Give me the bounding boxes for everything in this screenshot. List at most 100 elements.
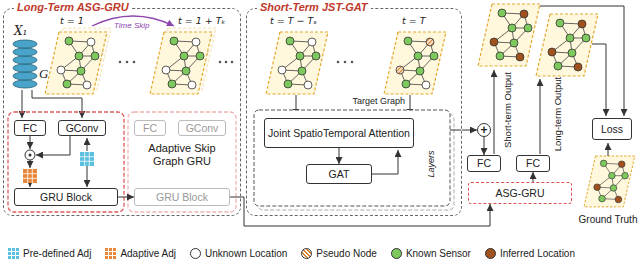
node-text: GRU Block: [156, 191, 208, 203]
connector: [462, 130, 477, 131]
node-text: GRU Block: [40, 191, 92, 203]
hadamard-op: [25, 150, 35, 160]
sum-circle: +: [477, 123, 491, 137]
ellipsis-dots: [219, 61, 234, 64]
grid-lines: [80, 152, 94, 166]
output-graph: [536, 14, 598, 76]
circle-shape: [351, 61, 354, 64]
connector: [118, 197, 134, 198]
connector: [339, 148, 340, 164]
ellipse-shape: [13, 48, 37, 56]
node-text: GConv: [186, 122, 219, 134]
wires: [494, 6, 624, 156]
label-text: t = 1 + Tₖ: [178, 15, 226, 26]
path-shape: [30, 183, 31, 187]
process-box: GConv: [178, 120, 226, 136]
node-text: GAT: [329, 168, 350, 180]
red-block: [8, 112, 124, 212]
ellipsis-dots: [119, 61, 136, 64]
path-shape: [608, 143, 609, 156]
connector: [533, 172, 534, 182]
region-box: Short-Term JST-GATJoint SpatioTemporal A…: [246, 8, 462, 216]
legend-text: Pre-defined Adj: [23, 248, 91, 259]
legend-swatch: [8, 248, 19, 259]
legend: Pre-defined Adj Adaptive Adj Unknown Locat…: [8, 248, 589, 259]
process-box: FC: [14, 120, 46, 136]
legend-text: Unknown Location: [205, 248, 287, 259]
process-box: FC: [134, 120, 166, 136]
layer-stack-front: [254, 110, 450, 206]
circle-shape: [225, 61, 228, 64]
adaptive-adj: [23, 169, 37, 183]
process-box: FC: [516, 155, 550, 172]
output-graph: [478, 4, 540, 66]
node-text: Loss: [601, 123, 623, 135]
circle-shape: [219, 61, 222, 64]
legend-item: Pseudo Node: [301, 248, 377, 259]
connector: [484, 137, 485, 155]
ellipse-shape: [13, 64, 37, 72]
label-text: Target Graph: [345, 96, 405, 106]
legend-text: Inferred Location: [500, 248, 575, 259]
circle-shape: [337, 61, 340, 64]
connector: [230, 197, 490, 226]
node-text: GConv: [66, 122, 99, 134]
ellipsis-dots: [337, 61, 354, 64]
legend-swatch: [190, 248, 201, 259]
node-text: FC: [526, 157, 540, 169]
node-text: FC: [143, 122, 157, 134]
graph-panel: [150, 32, 212, 94]
wires: [22, 90, 87, 187]
legend-item: Unknown Location: [190, 248, 287, 259]
label-text: Layers: [426, 150, 436, 177]
path-shape: [87, 166, 88, 187]
target-graph-panel: [384, 32, 446, 94]
faded-block: [128, 112, 236, 212]
process-box: Loss: [592, 118, 632, 140]
legend-text: Known Sensor: [406, 248, 471, 259]
process-box: GRU Block: [14, 188, 118, 206]
label-text: t = 1: [60, 15, 84, 26]
label-text: Ground Truth: [579, 214, 638, 225]
legend-item: Known Sensor: [391, 248, 471, 259]
circle-shape: [344, 61, 347, 64]
node-text: FC: [477, 157, 491, 169]
legend-swatch: [301, 248, 312, 259]
label-text: Short-term Output: [502, 72, 513, 148]
path-shape: [32, 90, 82, 118]
legend-item: Pre-defined Adj: [8, 248, 91, 259]
hadamard-dot: [29, 154, 32, 157]
node-text: FC: [23, 122, 37, 134]
legend-swatch: [105, 248, 116, 259]
legend-text: Pseudo Node: [316, 248, 377, 259]
path-shape: [30, 160, 31, 168]
region-title: Short-Term JST-GAT: [257, 1, 371, 14]
graph-panel: [45, 32, 107, 94]
legend-swatch: [391, 248, 402, 259]
path-shape: [22, 90, 23, 118]
legend-swatch: [485, 248, 496, 259]
process-box: GRU Block: [134, 188, 230, 206]
path-shape: [592, 44, 606, 116]
feature-stack: [13, 40, 37, 88]
region-box: Long-Term ASG-GRUFCGConvGRU BlockFCGConv…: [3, 8, 241, 216]
label-text: Long-term Output: [552, 77, 563, 151]
legend-item: Adaptive Adj: [105, 248, 176, 259]
region-title: Long-Term ASG-GRU: [14, 1, 132, 14]
label-text: X₁: [14, 24, 27, 38]
process-box: FC: [467, 155, 501, 172]
legend-item: Inferred Location: [485, 248, 575, 259]
ground-truth-graph: [584, 156, 635, 207]
node-text: Joint SpatioTemporal Attention: [268, 127, 410, 139]
label-text: t = T: [402, 15, 426, 26]
path-shape: [494, 70, 495, 154]
circle-shape: [133, 61, 136, 64]
grid-lines: [23, 169, 37, 183]
legend-text: Adaptive Adj: [120, 248, 176, 259]
label-text: Time Skip: [114, 21, 150, 30]
circle-shape: [119, 61, 122, 64]
process-box: GAT: [306, 164, 372, 184]
process-box: ASG-GRU: [468, 182, 572, 204]
graph-panel: [266, 32, 328, 94]
